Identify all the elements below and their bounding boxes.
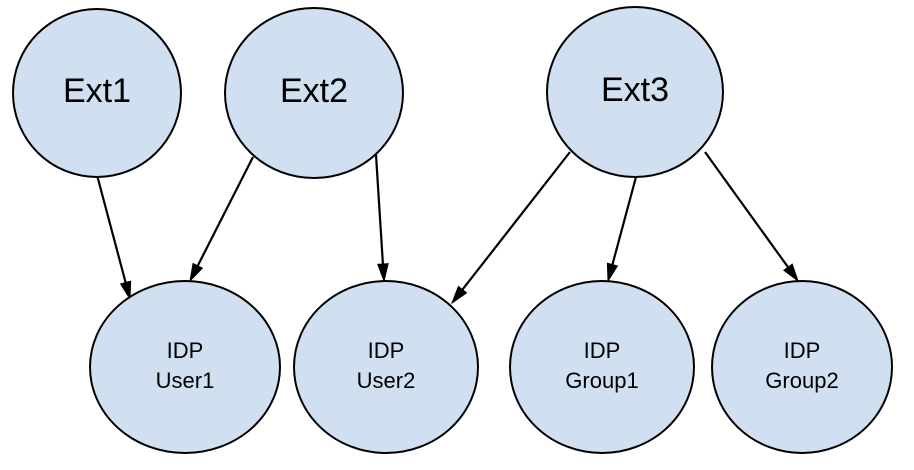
arrow-head-icon [189, 262, 204, 283]
edge-line [610, 176, 638, 269]
node-shape-ellipse[interactable] [711, 280, 893, 454]
arrow-head-icon [119, 280, 132, 301]
edge-line [374, 154, 385, 268]
edge-ext3-to-idp_group1 [606, 176, 638, 283]
node-shape-ellipse[interactable] [293, 280, 479, 454]
node-ext3[interactable]: Ext3 [546, 6, 724, 178]
edge-line [95, 174, 128, 287]
arrow-head-icon [377, 263, 389, 283]
node-shape-ellipse[interactable] [224, 7, 404, 179]
node-shape-ellipse[interactable] [89, 280, 281, 454]
node-shape-ellipse[interactable] [509, 280, 695, 454]
edge-ext2-to-idp_user1 [189, 156, 254, 283]
edge-ext2-to-idp_user2 [374, 154, 389, 283]
edge-ext1-to-idp_user1 [95, 174, 132, 301]
arrow-head-icon [606, 262, 619, 283]
node-shape-ellipse[interactable] [546, 6, 724, 178]
edge-line [704, 151, 792, 271]
arrow-head-icon [450, 285, 468, 305]
edge-line [459, 151, 571, 294]
node-shape-ellipse[interactable] [12, 8, 182, 178]
edge-line [195, 156, 254, 270]
edge-ext3-to-idp_group2 [704, 151, 799, 283]
node-ext2[interactable]: Ext2 [224, 7, 404, 179]
arrow-head-icon [782, 263, 799, 283]
edges-layer [95, 151, 799, 305]
edge-ext3-to-idp_user2 [450, 151, 571, 305]
node-ext1[interactable]: Ext1 [12, 8, 182, 178]
